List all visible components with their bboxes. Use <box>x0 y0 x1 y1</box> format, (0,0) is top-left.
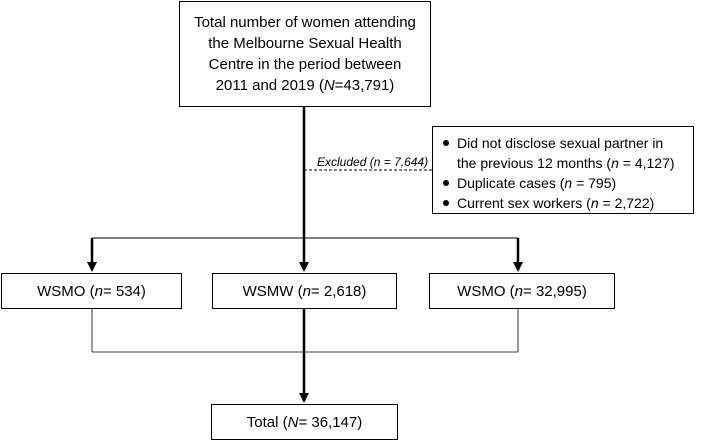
text-part: Current sex workers ( <box>457 195 591 211</box>
text-part: = 534) <box>102 282 146 300</box>
text-part: = 795) <box>572 175 617 191</box>
n-symbol: n <box>94 282 103 300</box>
bullet-icon <box>443 200 449 206</box>
top-box-line: 2011 and 2019 (N=43,791) <box>194 75 416 96</box>
text-part: = 32,995) <box>523 282 587 300</box>
text-part: Did not disclose sexual partner in <box>457 135 664 151</box>
exclusion-criteria-box: Did not disclose sexual partner in the p… <box>432 126 694 214</box>
text-part: Duplicate cases ( <box>457 175 565 191</box>
text-part: Excluded ( <box>317 155 374 169</box>
text-part: = 4,127) <box>618 155 675 171</box>
n-symbol: N <box>323 77 335 94</box>
text-part: WSMW ( <box>242 282 303 300</box>
text-part: =43,791) <box>334 77 395 94</box>
text-part: = 2,722) <box>598 195 655 211</box>
n-symbol: n <box>611 155 619 171</box>
text-part: the previous 12 months ( <box>457 155 612 171</box>
text-part: WSMO ( <box>457 282 515 300</box>
text-part: = 2,618) <box>310 282 367 300</box>
bullet-icon <box>443 140 449 146</box>
text-part: Total ( <box>246 413 288 431</box>
total-box: Total (N = 36,147) <box>211 404 398 440</box>
group-box-wsmw: WSMW (n = 2,618) <box>212 273 397 309</box>
n-symbol: n <box>564 175 573 191</box>
group-box-wsmo-right: WSMO (n = 32,995) <box>429 273 615 309</box>
n-symbol: n <box>302 282 311 300</box>
top-box-line: the Melbourne Sexual Health <box>208 35 402 52</box>
n-symbol: N <box>287 413 299 431</box>
group-box-wsmo-left: WSMO (n = 534) <box>1 273 182 309</box>
top-box-line: Total number of women attending <box>194 14 416 31</box>
bullet-icon <box>443 180 449 186</box>
text-part: 2011 and 2019 ( <box>215 77 324 94</box>
exclusion-item: Did not disclose sexual partner in the p… <box>433 133 693 173</box>
n-symbol: n <box>514 282 524 300</box>
total-attending-box: Total number of women attending the Melb… <box>179 1 431 107</box>
exclusion-item: Duplicate cases (n = 795) <box>433 173 693 193</box>
excluded-label: Excluded (n = 7,644) <box>317 155 428 169</box>
text-part: = 7,644) <box>380 155 429 169</box>
n-symbol: n <box>373 155 381 169</box>
text-part: = 36,147) <box>298 413 363 431</box>
text-part: WSMO ( <box>37 282 95 300</box>
exclusion-item: Current sex workers (n = 2,722) <box>433 193 693 213</box>
top-box-line: Centre in the period between <box>208 56 402 73</box>
n-symbol: n <box>590 195 599 211</box>
text-part: the previous 12 months (n = 4,127) <box>457 153 693 173</box>
